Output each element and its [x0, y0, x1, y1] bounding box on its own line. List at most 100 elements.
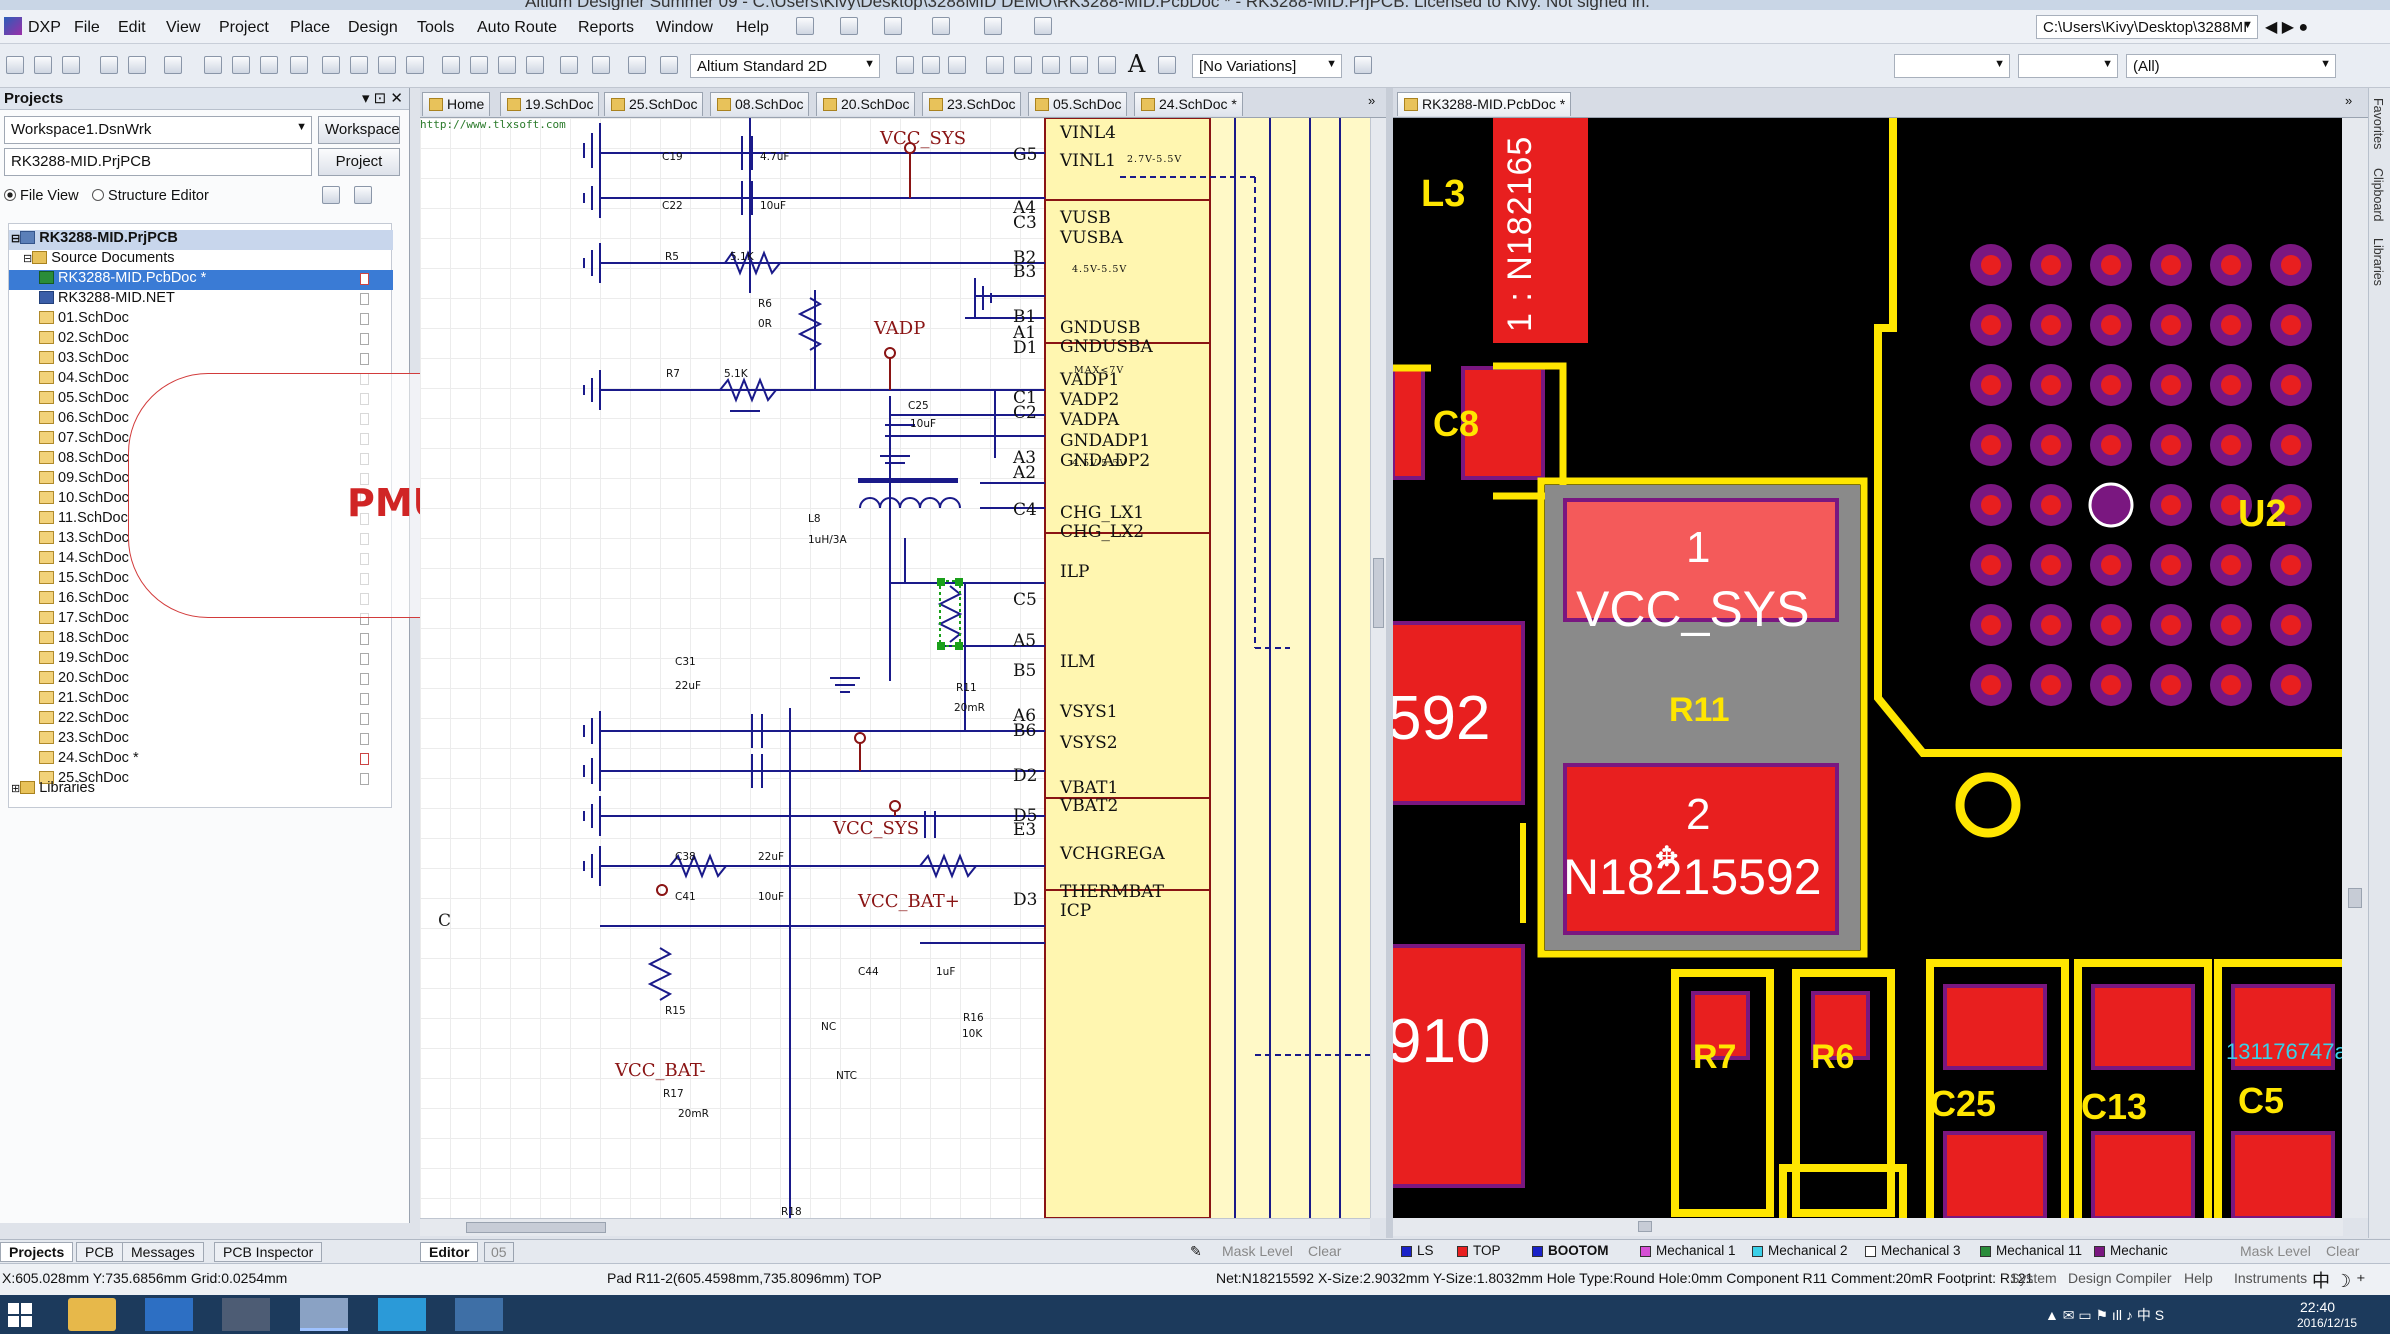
zoom-fit-icon[interactable] — [204, 56, 222, 74]
split-divider[interactable] — [1386, 88, 1393, 1238]
design-compiler-button[interactable]: Design Compiler — [2068, 1270, 2172, 1286]
variations-dropdown[interactable]: [No Variations]▼ — [1192, 54, 1342, 78]
project-field[interactable]: RK3288-MID.PrjPCB — [4, 148, 312, 176]
layer-tab[interactable]: LS — [1397, 1243, 1438, 1261]
schematic-vertical-scrollbar[interactable] — [1370, 118, 1386, 1218]
tree-file[interactable]: 24.SchDoc * — [9, 750, 393, 770]
select-rect-icon[interactable] — [442, 56, 460, 74]
browse-icon[interactable] — [164, 56, 182, 74]
grid-tool-icon[interactable] — [1034, 17, 1052, 35]
redo-icon[interactable] — [592, 56, 610, 74]
schematic-canvas[interactable]: http://www.tlxsoft.com — [420, 118, 1370, 1218]
tab-messages[interactable]: Messages — [122, 1242, 204, 1262]
bus-tool-icon[interactable] — [840, 17, 858, 35]
empty-dropdown[interactable]: ▼ — [1894, 54, 2010, 78]
layer-tab[interactable]: Mechanical 11 — [1976, 1243, 2086, 1261]
tree-file[interactable]: RK3288-MID.NET — [9, 290, 393, 310]
tree-file[interactable]: 21.SchDoc — [9, 690, 393, 710]
system-button[interactable]: System — [2010, 1270, 2057, 1286]
cut-icon[interactable] — [322, 56, 340, 74]
instruments-button[interactable]: Instruments — [2234, 1270, 2308, 1286]
tree-file[interactable]: 20.SchDoc — [9, 670, 393, 690]
undo-icon[interactable] — [560, 56, 578, 74]
cross-probe-icon[interactable] — [628, 56, 646, 74]
tree-file[interactable]: 19.SchDoc — [9, 650, 393, 670]
print-icon[interactable] — [100, 56, 118, 74]
variant-manager-icon[interactable] — [1354, 56, 1372, 74]
tree-file[interactable]: 02.SchDoc — [9, 330, 393, 350]
clipboard-tab[interactable]: Clipboard — [2371, 168, 2385, 222]
filter-dropdown[interactable]: (All)▼ — [2126, 54, 2336, 78]
place-via-icon[interactable] — [1014, 56, 1032, 74]
altium-taskbar-icon[interactable] — [222, 1298, 270, 1331]
path-dropdown[interactable]: C:\Users\Kivy\Desktop\3288MI▼ — [2036, 15, 2258, 39]
menu-edit[interactable]: Edit — [118, 19, 146, 36]
tab-08-schdoc[interactable]: 08.SchDoc — [710, 92, 810, 116]
menu-reports[interactable]: Reports — [578, 19, 635, 36]
save-icon[interactable] — [62, 56, 80, 74]
diff-pair-icon[interactable] — [922, 56, 940, 74]
menu-help[interactable]: Help — [736, 19, 769, 36]
mask-level-button[interactable]: Mask Level — [1222, 1243, 1293, 1259]
word-taskbar-icon[interactable] — [378, 1298, 426, 1331]
layer-tab[interactable]: TOP — [1453, 1243, 1505, 1261]
copy-icon[interactable] — [350, 56, 368, 74]
tree-root[interactable]: ⊟RK3288-MID.PrjPCB — [9, 230, 393, 250]
place-fill-icon[interactable] — [1070, 56, 1088, 74]
tree-file[interactable]: 01.SchDoc — [9, 310, 393, 330]
tree-source-documents[interactable]: ⊟Source Documents — [23, 250, 175, 266]
text-tool-icon[interactable] — [884, 17, 902, 35]
tab-home[interactable]: Home — [422, 92, 491, 116]
tab-05-schdoc[interactable]: 05.SchDoc — [1028, 92, 1128, 116]
pcb-vertical-scrollbar[interactable] — [2342, 118, 2368, 1218]
tab-25-schdoc[interactable]: 25.SchDoc — [604, 92, 704, 116]
start-icon[interactable] — [8, 1303, 32, 1327]
tab-19-schdoc[interactable]: 19.SchDoc — [500, 92, 600, 116]
favorites-tab[interactable]: Favorites — [2371, 98, 2385, 150]
clear-button[interactable]: Clear — [1308, 1243, 1342, 1259]
board-icon[interactable] — [660, 56, 678, 74]
schematic-horizontal-scrollbar[interactable] — [420, 1218, 1370, 1236]
pcb-horizontal-scrollbar[interactable] — [1393, 1218, 2343, 1236]
menu-place[interactable]: Place — [290, 19, 331, 36]
store-icon[interactable] — [145, 1298, 193, 1331]
layer-tab[interactable]: Mechanic — [2090, 1243, 2172, 1261]
pen-icon[interactable]: ✎ — [1190, 1243, 1202, 1259]
project-options-icon[interactable] — [322, 186, 340, 204]
menu-auto-route[interactable]: Auto Route — [477, 19, 558, 36]
paste-icon[interactable] — [378, 56, 396, 74]
select-tool-icon[interactable] — [984, 17, 1002, 35]
file-explorer-icon[interactable] — [68, 1298, 116, 1331]
layer-tab[interactable]: Mechanical 1 — [1636, 1243, 1740, 1261]
tree-file[interactable]: 17.SchDoc — [9, 610, 393, 630]
page-tab[interactable]: 05 — [484, 1242, 514, 1262]
tree-file[interactable]: 03.SchDoc — [9, 350, 393, 370]
libraries-tab[interactable]: Libraries — [2371, 238, 2385, 286]
move-icon[interactable] — [470, 56, 488, 74]
tab-overflow-icon[interactable]: » — [1368, 93, 1376, 108]
menu-file[interactable]: File — [74, 19, 100, 36]
tree-file[interactable]: 18.SchDoc — [9, 630, 393, 650]
new-icon[interactable] — [6, 56, 24, 74]
pcb-mask-level-button[interactable]: Mask Level — [2240, 1243, 2311, 1259]
tab-projects[interactable]: Projects — [0, 1242, 74, 1262]
panel-pin-icon[interactable]: ▾ ⊡ ✕ — [361, 90, 403, 107]
tab-pcbdoc[interactable]: RK3288-MID.PcbDoc * — [1397, 92, 1572, 116]
deselect-icon[interactable] — [498, 56, 516, 74]
place-pad-icon[interactable] — [986, 56, 1004, 74]
help-button[interactable]: Help — [2184, 1270, 2213, 1286]
layer-tab[interactable]: Mechanical 3 — [1861, 1243, 1965, 1261]
tree-file[interactable]: 25.SchDoc — [9, 770, 393, 790]
pcb-clear-button[interactable]: Clear — [2326, 1243, 2360, 1259]
menu-dxp[interactable]: DXP — [28, 19, 61, 36]
tree-file[interactable]: 22.SchDoc — [9, 710, 393, 730]
tab-23-schdoc[interactable]: 23.SchDoc — [922, 92, 1022, 116]
menu-project[interactable]: Project — [219, 19, 269, 36]
open-icon[interactable] — [34, 56, 52, 74]
interactive-route-icon[interactable] — [948, 56, 966, 74]
second-empty-dropdown[interactable]: ▼ — [2018, 54, 2118, 78]
tree-libraries[interactable]: ⊞Libraries — [11, 780, 95, 796]
clear-filter-icon[interactable] — [290, 56, 308, 74]
workspace-button[interactable]: Workspace — [318, 116, 400, 144]
